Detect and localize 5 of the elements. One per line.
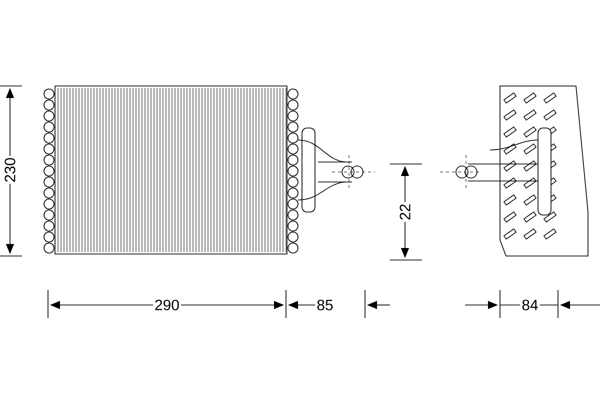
dimension-label: 230: [3, 156, 17, 184]
dimension-label: 290: [153, 298, 182, 312]
dimension-label: 22: [398, 202, 412, 222]
dimension-label: 84: [520, 298, 540, 312]
dimension-label: 85: [315, 298, 335, 312]
